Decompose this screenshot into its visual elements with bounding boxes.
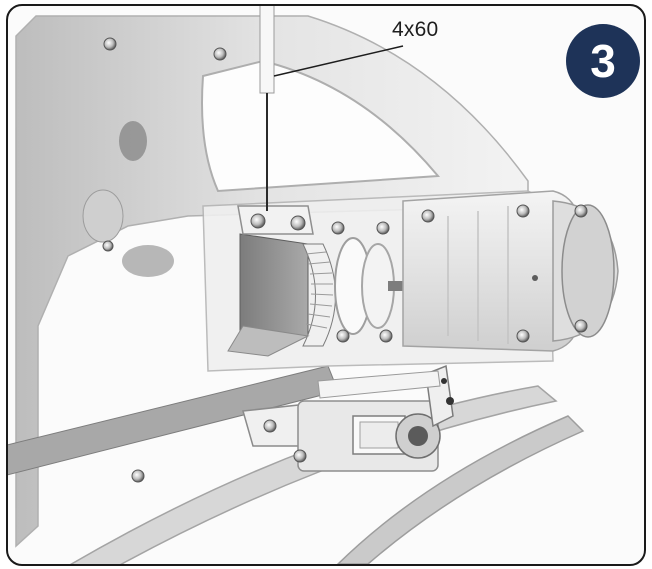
servo-icon <box>242 364 454 472</box>
assembly-illustration <box>8 6 619 564</box>
bevel-gear-icon <box>227 233 336 357</box>
long-screw-shaft <box>259 6 275 211</box>
illustration-frame <box>6 4 646 566</box>
motor-housing <box>402 190 619 352</box>
screw-size-callout: 4x60 <box>392 18 439 41</box>
screw-icon <box>102 37 588 483</box>
lower-arc-strut <box>8 365 585 564</box>
callout-leader-line <box>273 45 404 77</box>
step-number-badge: 3 <box>566 24 640 98</box>
